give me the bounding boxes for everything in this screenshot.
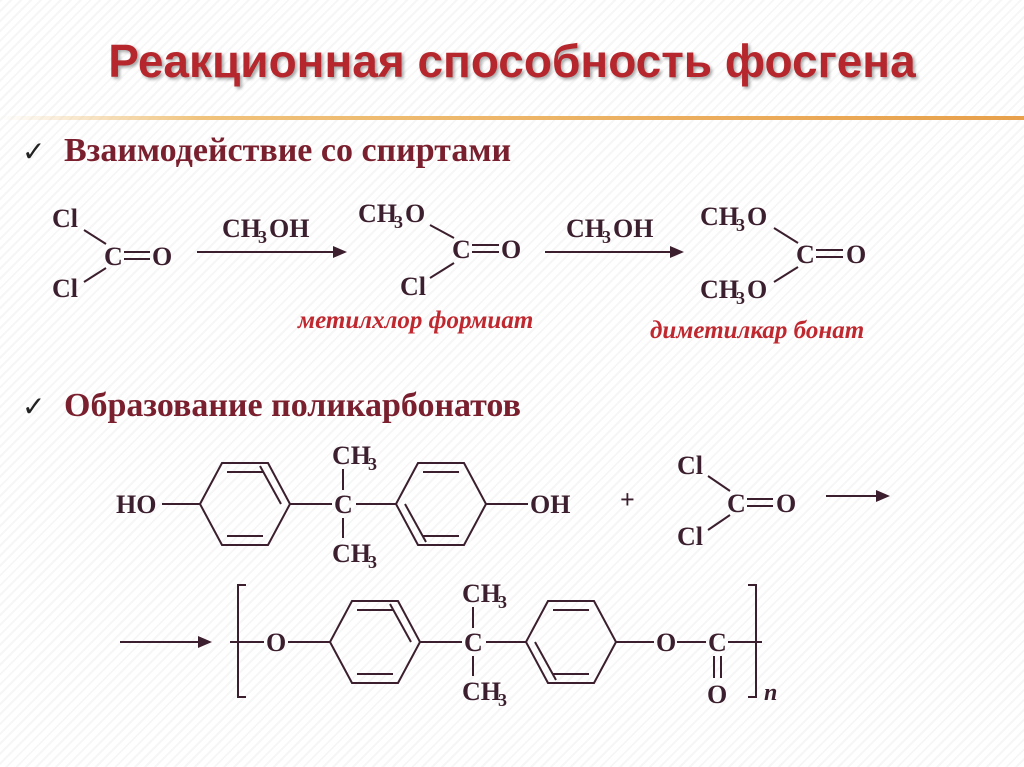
page-title: Реакционная способность фосгена [108, 35, 916, 87]
group-ch: CH [462, 677, 501, 706]
bond [83, 229, 107, 245]
atom-cl: Cl [52, 274, 78, 303]
atom-o: O [846, 240, 866, 269]
compound-name-dimethylcarbonate: диметилкар бонат [650, 317, 864, 344]
atom-o: O [707, 680, 727, 709]
atom-o: O [266, 628, 286, 657]
atom-o: O [501, 235, 521, 264]
group-ch: CH [332, 441, 371, 470]
title-underline [0, 116, 1024, 120]
bracket-right [748, 584, 757, 698]
group-ch: CH [700, 202, 739, 231]
reaction-arrow: CH 3 OH [545, 214, 684, 258]
atom-c: C [334, 490, 353, 519]
reagent-label: OH [269, 214, 309, 243]
checkmark-icon: ✓ [22, 135, 46, 168]
atom-c: C [452, 235, 471, 264]
dimethylcarbonate-structure: CH 3 O C O CH 3 O [700, 202, 866, 308]
subscript: 3 [498, 592, 507, 612]
atom-o: O [152, 242, 172, 271]
atom-o: O [656, 628, 676, 657]
group-ch: CH [358, 199, 397, 228]
atom-o: O [776, 489, 796, 518]
reagent-label: CH [566, 214, 605, 243]
atom-c: C [727, 489, 746, 518]
bullet-polycarbonates: ✓ Образование поликарбонатов [22, 387, 521, 425]
reaction-arrow [826, 490, 890, 502]
subscript: 3 [498, 690, 507, 710]
bullet-alcohols: ✓ Взаимодействие со спиртами [22, 132, 511, 170]
atom-c: C [464, 628, 483, 657]
atom-cl: Cl [677, 451, 703, 480]
polycarbonate-structure: O C CH 3 CH 3 O C O n [230, 579, 777, 710]
subscript: 3 [602, 227, 611, 247]
checkmark-icon: ✓ [22, 390, 46, 423]
atom-cl: Cl [400, 272, 426, 301]
atom-c: C [796, 240, 815, 269]
atom-c: C [104, 242, 123, 271]
subscript: 3 [394, 212, 403, 232]
atom-cl: Cl [52, 204, 78, 233]
atom-c: C [708, 628, 727, 657]
atom-oh: OH [530, 490, 570, 519]
reagent-label: CH [222, 214, 261, 243]
reagent-label: OH [613, 214, 653, 243]
reaction-arrow: CH 3 OH [197, 214, 347, 258]
group-ch: CH [332, 539, 371, 568]
bond [83, 267, 107, 283]
atom-o: O [747, 202, 767, 231]
subscript: 3 [736, 215, 745, 235]
atom-o: O [405, 199, 425, 228]
group-ch: CH [462, 579, 501, 608]
methylchloroformate-structure: CH 3 O C O Cl [358, 199, 521, 301]
repeat-index: n [764, 680, 777, 706]
phosgene-structure: Cl Cl C O [52, 204, 172, 303]
subscript: 3 [258, 227, 267, 247]
section-heading-polycarbonates: Образование поликарбонатов [64, 387, 521, 424]
subscript: 3 [368, 454, 377, 474]
compound-name-methylchloroformate: метилхлор формиат [297, 307, 533, 334]
atom-o: O [747, 275, 767, 304]
group-ch: CH [700, 275, 739, 304]
reaction-arrow [120, 636, 212, 648]
bisphenol-a-structure: HO C CH 3 CH 3 OH [116, 441, 570, 572]
section-heading-alcohols: Взаимодействие со спиртами [64, 132, 512, 169]
atom-ho: HO [116, 490, 156, 519]
subscript: 3 [736, 288, 745, 308]
atom-cl: Cl [677, 522, 703, 551]
phosgene-structure: Cl Cl C O [677, 451, 796, 551]
plus-sign: + [620, 485, 635, 514]
subscript: 3 [368, 552, 377, 572]
